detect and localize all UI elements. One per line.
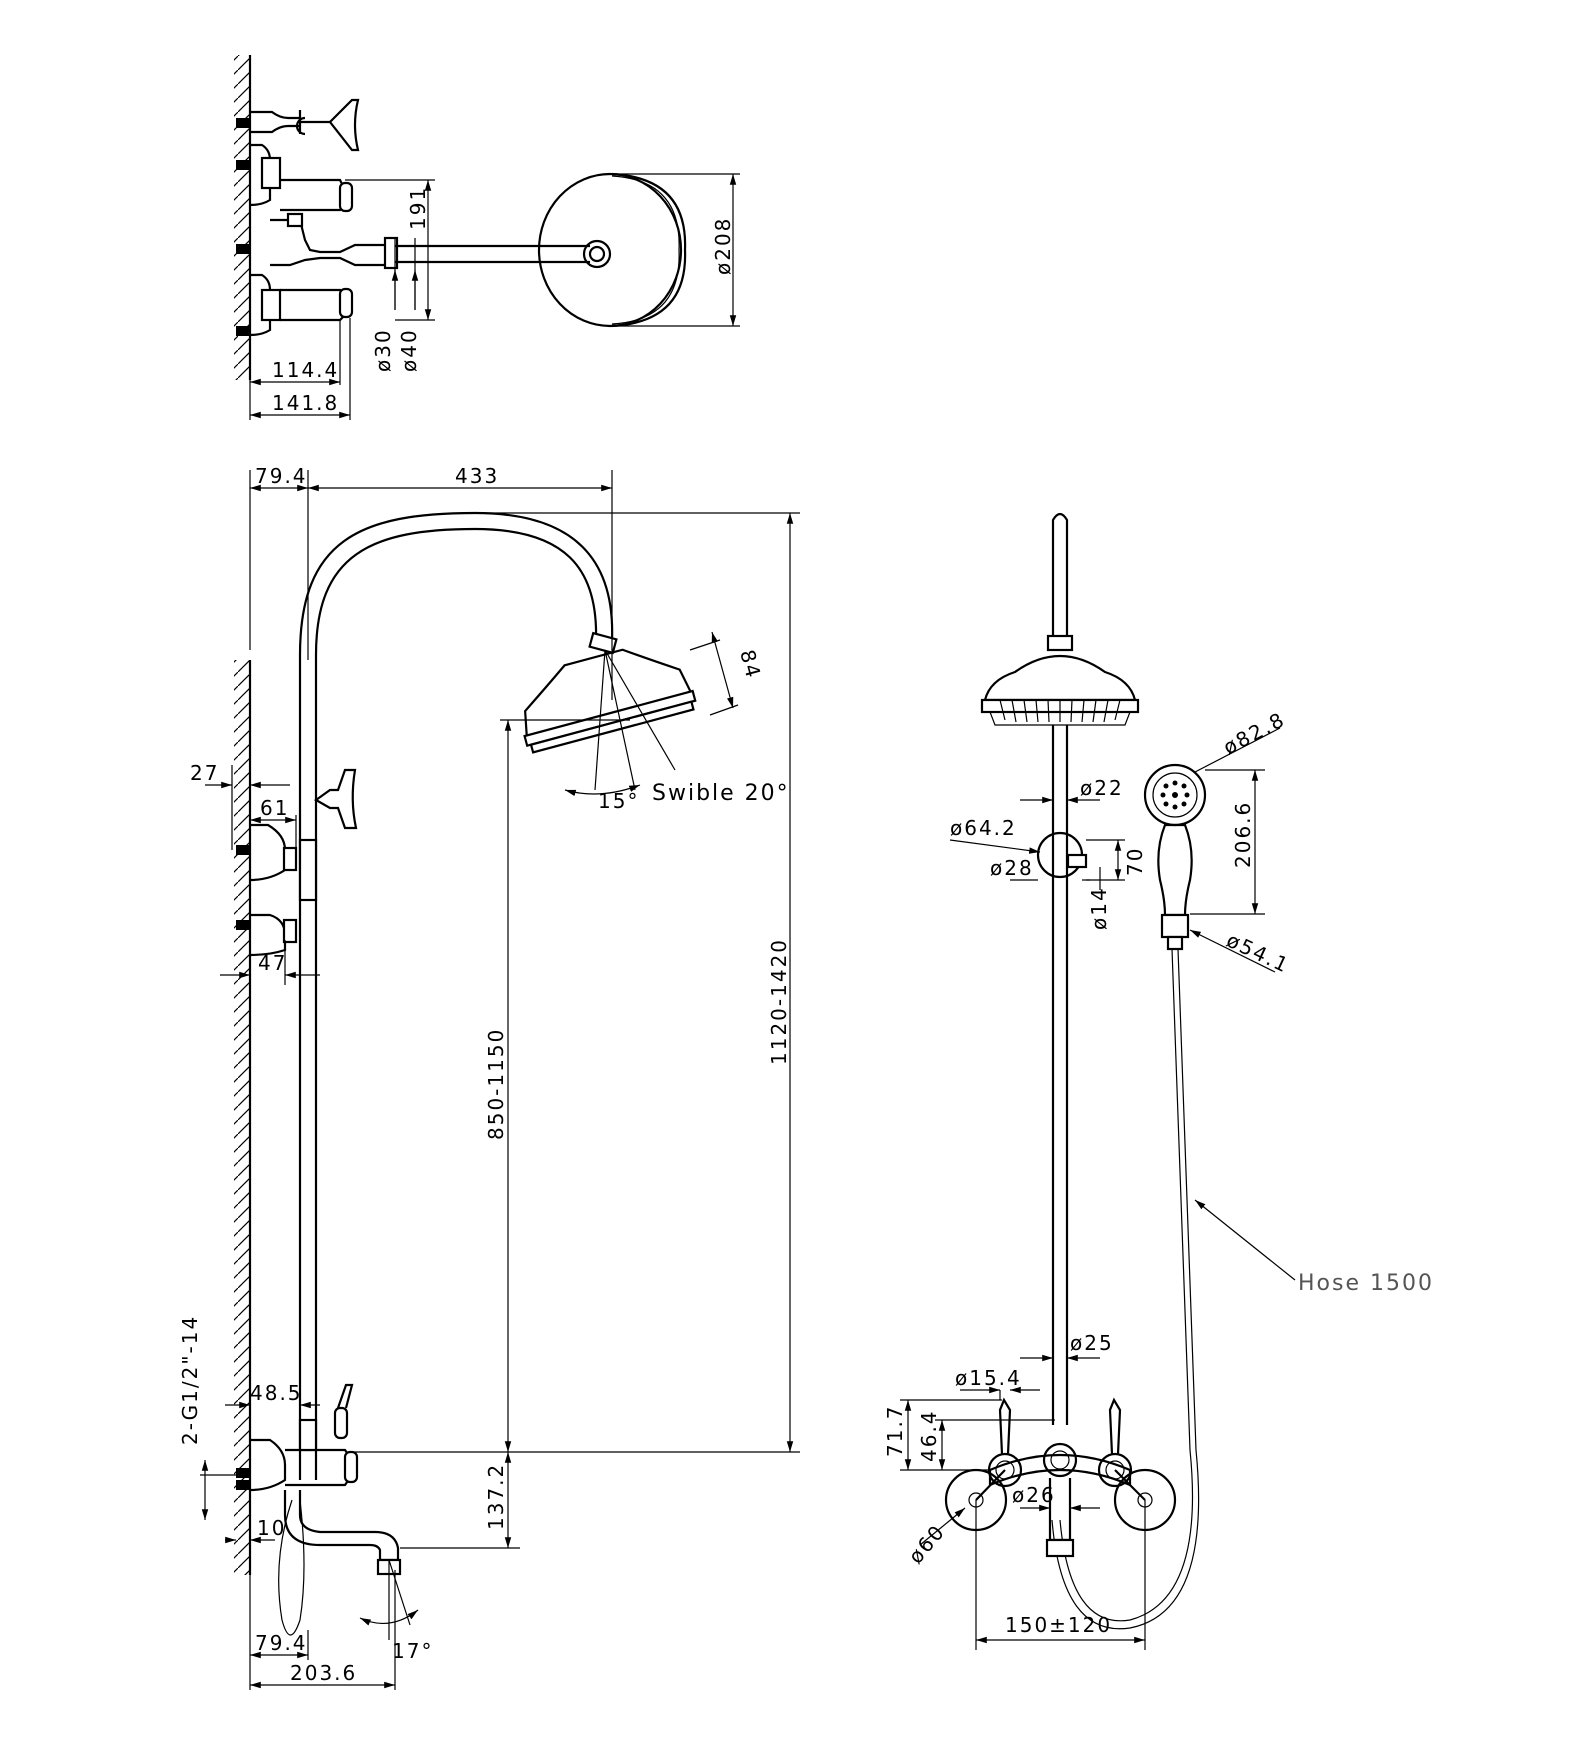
dim-dia-22: ø22 <box>1080 776 1124 800</box>
front-view: ø22 ø64.2 ø28 70 ø14 ø82.8 206.6 ø54.1 H… <box>883 512 1434 1650</box>
dim-dia-208: ø208 <box>711 217 735 275</box>
dim-dia-28: ø28 <box>990 856 1034 880</box>
swivel-note: Swible 20° <box>652 781 790 806</box>
dim-dia-15-4: ø15.4 <box>955 1366 1022 1390</box>
dim-dia-26: ø26 <box>1012 1483 1056 1507</box>
dim-1120-1420: 1120-1420 <box>767 938 791 1065</box>
dim-dia-25: ø25 <box>1070 1331 1114 1355</box>
dim-206-6: 206.6 <box>1231 801 1255 868</box>
dim-150-120: 150±120 <box>1005 1613 1112 1637</box>
dim-79-4-top: 79.4 <box>255 464 308 488</box>
thread-spec: 2-G1/2"-14 <box>178 1315 202 1445</box>
wall-hatch-side <box>234 660 250 1575</box>
angle-15: 15° <box>598 789 639 813</box>
dim-dia-64-2: ø64.2 <box>950 816 1017 840</box>
hand-shower-nozzles <box>1160 780 1190 810</box>
dim-27: 27 <box>190 761 219 785</box>
dim-46-4: 46.4 <box>917 1409 941 1462</box>
angle-17: 17° <box>392 1639 433 1663</box>
dim-203-6: 203.6 <box>290 1661 357 1685</box>
top-view: 114.4 141.8 191 ø30 ø40 ø208 <box>234 55 740 420</box>
dim-71-7: 71.7 <box>883 1404 907 1457</box>
dim-79-4-bottom: 79.4 <box>255 1631 308 1655</box>
dim-48-5: 48.5 <box>250 1381 303 1405</box>
dim-191: 191 <box>406 186 430 230</box>
dim-141-8: 141.8 <box>272 391 339 415</box>
dim-84: 84 <box>735 647 766 682</box>
dim-137-2: 137.2 <box>484 1463 508 1530</box>
dim-70: 70 <box>1123 847 1147 876</box>
wall-hatch-top <box>234 55 250 380</box>
dim-dia-54-1: ø54.1 <box>1223 928 1294 978</box>
dim-433: 433 <box>455 464 499 488</box>
dim-114-4: 114.4 <box>272 358 339 382</box>
hose-label: Hose 1500 <box>1298 1271 1434 1296</box>
shower-nozzles <box>999 699 1121 723</box>
dim-dia-82-8: ø82.8 <box>1219 707 1289 760</box>
dim-47: 47 <box>258 951 287 975</box>
dim-dia-14: ø14 <box>1087 886 1111 930</box>
dim-10: 10 <box>257 1516 286 1540</box>
side-view: 79.4 433 84 15° Swible 20° 27 61 47 <box>178 464 800 1690</box>
dim-61: 61 <box>260 796 289 820</box>
dim-850-1150: 850-1150 <box>484 1028 508 1140</box>
dim-dia-30: ø30 <box>371 328 395 372</box>
dim-dia-40: ø40 <box>397 328 421 372</box>
